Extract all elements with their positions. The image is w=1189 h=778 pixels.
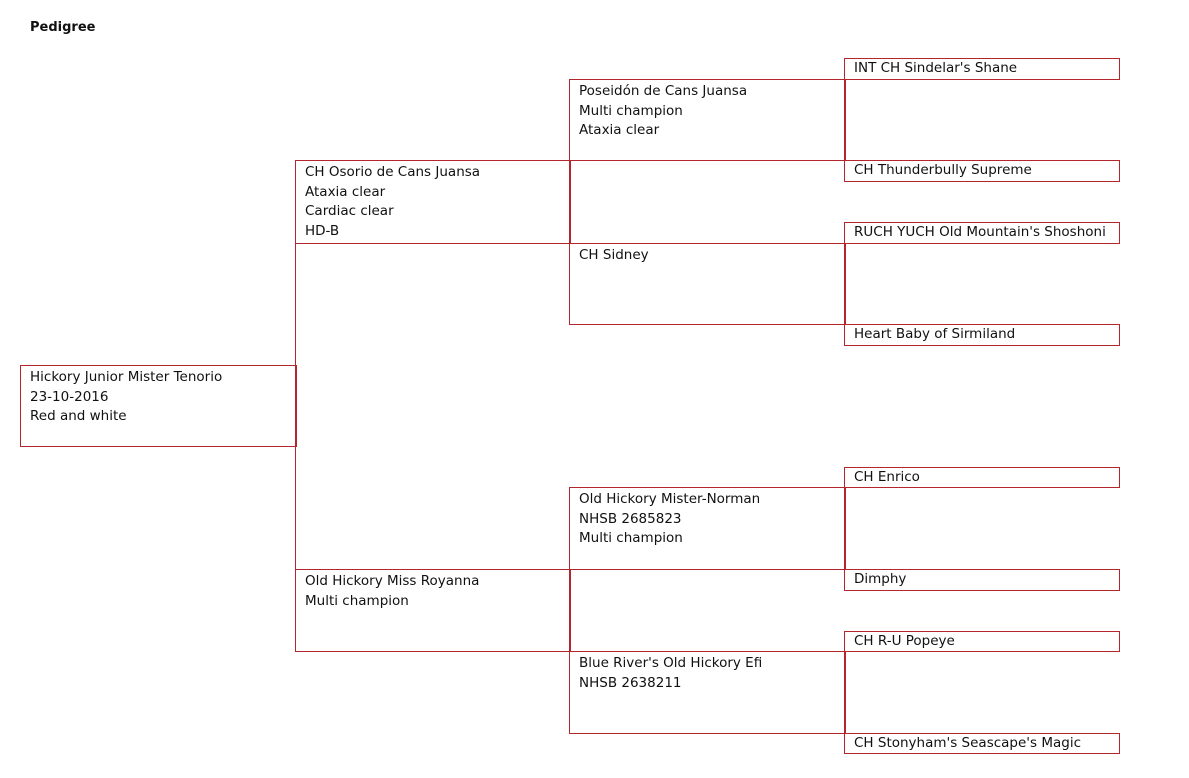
pedigree-box-sire-dam-sire: RUCH YUCH Old Mountain's Shoshoni xyxy=(844,222,1120,244)
dog-name: CH Enrico xyxy=(854,469,920,485)
page-title: Pedigree xyxy=(30,20,96,35)
dog-name: Old Hickory Mister-Norman xyxy=(579,491,761,507)
pedigree-box-dam-dam-sire: CH R-U Popeye xyxy=(844,631,1120,652)
pedigree-box-dam-sire-dam: Dimphy xyxy=(844,569,1120,591)
connector-line xyxy=(844,487,845,570)
pedigree-box-root: Hickory Junior Mister Tenorio 23-10-2016… xyxy=(20,365,297,447)
dog-name: Heart Baby of Sirmiland xyxy=(854,326,1016,342)
dog-name: CH R-U Popeye xyxy=(854,633,955,649)
connector-line xyxy=(844,651,845,734)
dog-name: Dimphy xyxy=(854,571,907,587)
pedigree-box-sire-sire-sire: INT CH Sindelar's Shane xyxy=(844,58,1120,80)
pedigree-box-dam-sire: Old Hickory Mister-Norman NHSB 2685823 M… xyxy=(569,487,846,570)
dog-detail: NHSB 2685823 xyxy=(579,510,682,527)
connector-line xyxy=(569,160,570,244)
pedigree-box-dam-dam-dam: CH Stonyham's Seascape's Magic xyxy=(844,733,1120,754)
birth-date: 23-10-2016 xyxy=(30,388,109,405)
dog-name: CH Osorio de Cans Juansa xyxy=(305,164,481,180)
dog-name: Blue River's Old Hickory Efi xyxy=(579,655,763,671)
dog-name: Hickory Junior Mister Tenorio xyxy=(30,369,223,385)
dog-detail: NHSB 2638211 xyxy=(579,674,682,691)
dog-detail: Multi champion xyxy=(305,592,409,609)
pedigree-box-sire-dam-dam: Heart Baby of Sirmiland xyxy=(844,324,1120,346)
dog-name: CH Thunderbully Supreme xyxy=(854,162,1032,178)
dog-detail: Multi champion xyxy=(579,530,683,546)
pedigree-box-dam-dam: Blue River's Old Hickory Efi NHSB 263821… xyxy=(569,651,846,734)
dog-name: RUCH YUCH Old Mountain's Shoshoni xyxy=(854,224,1106,240)
dog-name: Poseidón de Cans Juansa xyxy=(579,83,748,99)
dog-name: Old Hickory Miss Royanna xyxy=(305,573,480,589)
dog-detail: Ataxia clear xyxy=(579,122,660,138)
connector-line xyxy=(569,569,570,652)
pedigree-box-dam-sire-sire: CH Enrico xyxy=(844,467,1120,488)
connector-line xyxy=(844,79,845,161)
connector-line xyxy=(844,243,845,325)
dog-detail: Ataxia clear xyxy=(305,183,386,200)
dog-detail: Cardiac clear xyxy=(305,203,394,219)
dog-detail: HD-B xyxy=(305,222,340,239)
pedigree-box-sire-sire: Poseidón de Cans Juansa Multi champion A… xyxy=(569,79,846,161)
coat-color: Red and white xyxy=(30,408,127,424)
connector-line xyxy=(295,243,296,570)
dog-detail: Multi champion xyxy=(579,102,683,119)
dog-name: CH Sidney xyxy=(579,247,649,263)
dog-name: CH Stonyham's Seascape's Magic xyxy=(854,735,1082,751)
pedigree-box-sire-sire-dam: CH Thunderbully Supreme xyxy=(844,160,1120,182)
pedigree-box-sire: CH Osorio de Cans Juansa Ataxia clear Ca… xyxy=(295,160,571,244)
dog-name: INT CH Sindelar's Shane xyxy=(854,60,1018,76)
pedigree-box-sire-dam: CH Sidney xyxy=(569,243,846,325)
pedigree-box-dam: Old Hickory Miss Royanna Multi champion xyxy=(295,569,571,652)
